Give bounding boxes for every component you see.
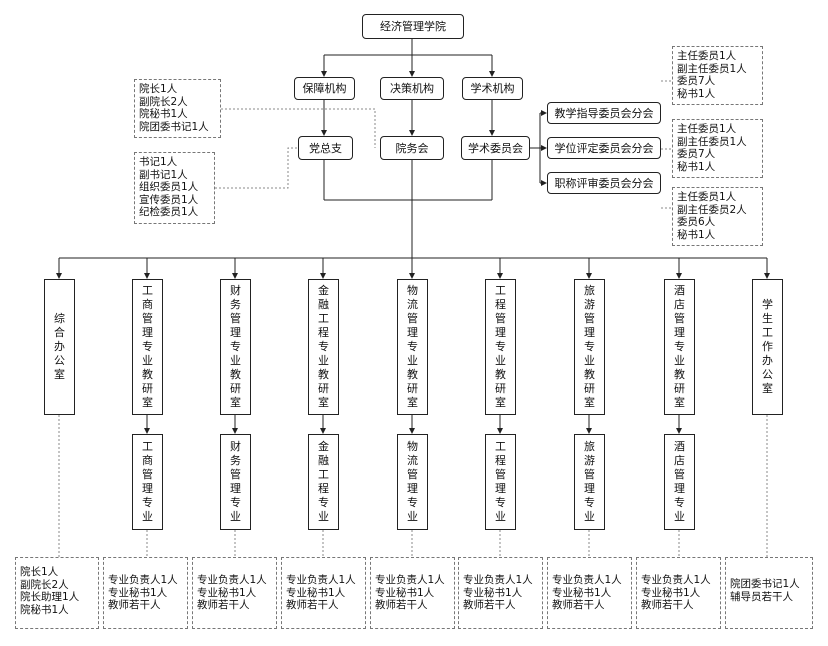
- office-student-affairs: 学生工作办公室: [752, 279, 783, 415]
- major-fin-eng: 金融工程专业: [308, 434, 339, 530]
- staff-student: 院团委书记1人 辅导员若干人: [725, 557, 813, 629]
- node-teaching-committee: 教学指导委员会分会: [547, 102, 661, 124]
- note-committee-3: 主任委员1人 副主任委员2人 委员6人 秘书1人: [672, 187, 763, 246]
- office-student-affairs-label: 学生工作办公室: [762, 298, 773, 395]
- major-logistics: 物流管理专业: [397, 434, 428, 530]
- major-hotel: 酒店管理专业: [664, 434, 695, 530]
- office-general-label: 综合办公室: [54, 312, 65, 381]
- major-tourism: 旅游管理专业: [574, 434, 605, 530]
- staff-major-6: 专业负责人1人 专业秘书1人 教师若干人: [547, 557, 632, 629]
- major-eng-mgmt-label: 工程管理专业: [495, 440, 506, 523]
- major-eng-mgmt: 工程管理专业: [485, 434, 516, 530]
- office-logistics-label: 物流管理专业教研室: [407, 284, 418, 409]
- note-committee-2: 主任委员1人 副主任委员1人 委员7人 秘书1人: [672, 119, 763, 178]
- major-fin-eng-label: 金融工程专业: [318, 440, 329, 523]
- node-college: 经济管理学院: [362, 14, 464, 39]
- node-affairs-council: 院务会: [380, 136, 444, 160]
- node-academic-committee: 学术委员会: [461, 136, 530, 160]
- office-hotel-label: 酒店管理专业教研室: [674, 284, 685, 409]
- major-tourism-label: 旅游管理专业: [584, 440, 595, 523]
- note-leaders: 院长1人 副院长2人 院秘书1人 院团委书记1人: [134, 79, 221, 138]
- major-finance-label: 财务管理专业: [230, 440, 241, 523]
- major-business-admin-label: 工商管理专业: [142, 440, 153, 523]
- major-logistics-label: 物流管理专业: [407, 440, 418, 523]
- staff-major-2: 专业负责人1人 专业秘书1人 教师若干人: [192, 557, 277, 629]
- office-logistics: 物流管理专业教研室: [397, 279, 428, 415]
- node-academic-org: 学术机构: [462, 77, 523, 100]
- office-finance-label: 财务管理专业教研室: [230, 284, 241, 409]
- node-degree-committee: 学位评定委员会分会: [547, 137, 661, 159]
- node-title-committee: 职称评审委员会分会: [547, 172, 661, 194]
- staff-office: 院长1人 副院长2人 院长助理1人 院秘书1人: [15, 557, 99, 629]
- major-hotel-label: 酒店管理专业: [674, 440, 685, 523]
- office-tourism: 旅游管理专业教研室: [574, 279, 605, 415]
- node-decision-org: 决策机构: [380, 77, 444, 100]
- office-general: 综合办公室: [44, 279, 75, 415]
- note-committee-1: 主任委员1人 副主任委员1人 委员7人 秘书1人: [672, 46, 763, 105]
- office-fin-eng-label: 金融工程专业教研室: [318, 284, 329, 409]
- staff-major-3: 专业负责人1人 专业秘书1人 教师若干人: [281, 557, 366, 629]
- staff-major-7: 专业负责人1人 专业秘书1人 教师若干人: [636, 557, 721, 629]
- staff-major-1: 专业负责人1人 专业秘书1人 教师若干人: [103, 557, 188, 629]
- note-party: 书记1人 副书记1人 组织委员1人 宣传委员1人 纪检委员1人: [134, 152, 215, 224]
- office-eng-mgmt: 工程管理专业教研室: [485, 279, 516, 415]
- office-business-admin-label: 工商管理专业教研室: [142, 284, 153, 409]
- major-finance: 财务管理专业: [220, 434, 251, 530]
- node-support-org: 保障机构: [294, 77, 355, 100]
- staff-major-5: 专业负责人1人 专业秘书1人 教师若干人: [458, 557, 543, 629]
- office-hotel: 酒店管理专业教研室: [664, 279, 695, 415]
- office-business-admin: 工商管理专业教研室: [132, 279, 163, 415]
- office-fin-eng: 金融工程专业教研室: [308, 279, 339, 415]
- office-finance: 财务管理专业教研室: [220, 279, 251, 415]
- staff-major-4: 专业负责人1人 专业秘书1人 教师若干人: [370, 557, 455, 629]
- office-tourism-label: 旅游管理专业教研室: [584, 284, 595, 409]
- node-party-branch: 党总支: [298, 136, 353, 160]
- major-business-admin: 工商管理专业: [132, 434, 163, 530]
- office-eng-mgmt-label: 工程管理专业教研室: [495, 284, 506, 409]
